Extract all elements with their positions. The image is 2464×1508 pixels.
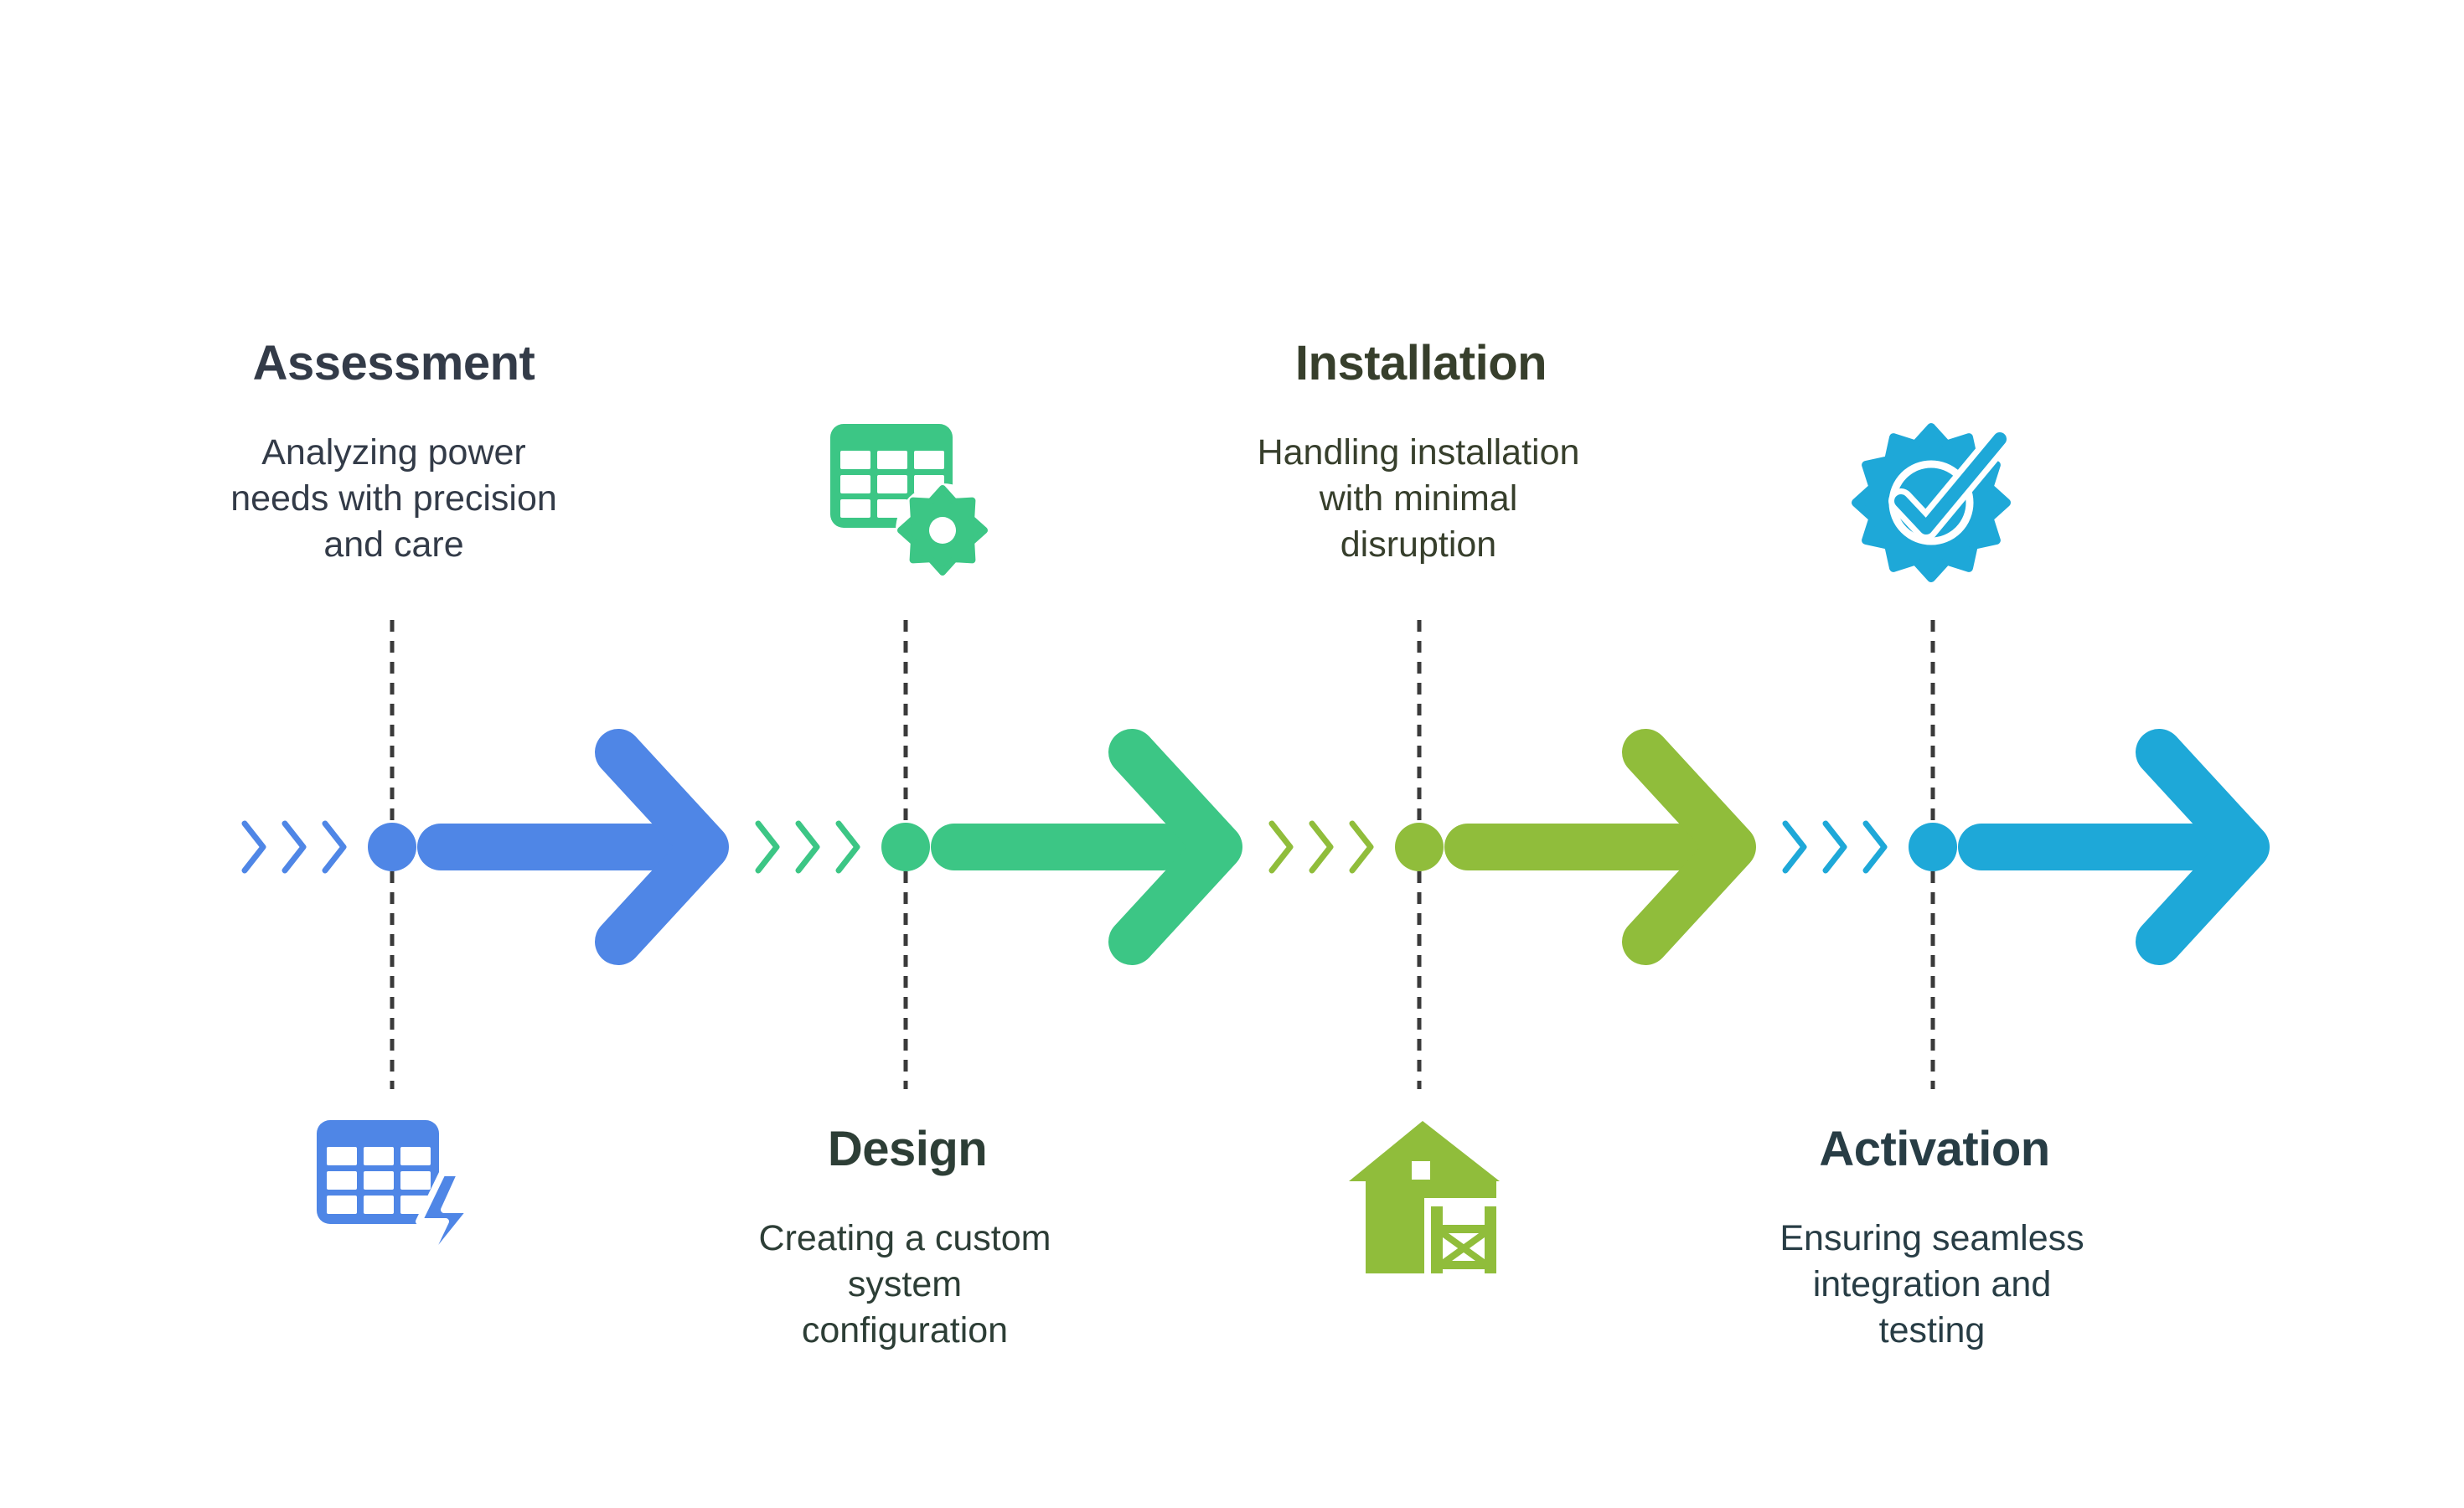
step-3-title: Installation [1294, 336, 1547, 390]
chevron-mark [1862, 820, 1888, 874]
step-2-title: Design [827, 1122, 988, 1176]
step-3-graphic [1268, 620, 1756, 1278]
step-1-description-line: Analyzing power [261, 432, 526, 473]
step-1-title: Assessment [252, 336, 535, 390]
verified-badge-icon [1852, 423, 2012, 582]
step-4-description-line: testing [1878, 1310, 1986, 1350]
check-icon [1894, 432, 2007, 535]
step-4-graphic [1782, 423, 2270, 1089]
step-dot [1395, 823, 1444, 871]
sheet-cell [327, 1147, 357, 1165]
sheet-cell [327, 1171, 357, 1190]
gate-post [1485, 1206, 1496, 1273]
sheet-cell [877, 475, 907, 493]
step-4-description: Ensuring seamless integration and testin… [1697, 1216, 2167, 1354]
chevron-mark [1782, 820, 1807, 874]
gear-hole [929, 517, 956, 544]
arrow-head [595, 729, 729, 965]
sheet-cell [364, 1196, 394, 1214]
sheet-cell [840, 451, 870, 469]
sheet-cell [364, 1147, 394, 1165]
step-2-description-line: system [847, 1264, 963, 1304]
step-1-description-line: and care [323, 524, 464, 565]
chevron-mark [241, 820, 266, 874]
step-3-description-line: with minimal [1319, 478, 1518, 519]
gate-rail [1431, 1225, 1496, 1233]
step-3-description-line: Handling installation [1257, 432, 1580, 473]
spreadsheet-gear-icon [830, 424, 989, 577]
sheet-cell [327, 1196, 357, 1214]
lightning-icon [416, 1170, 474, 1273]
sheet-cell [840, 499, 870, 518]
sheet-cell [400, 1147, 431, 1165]
chevron-mark [795, 820, 820, 874]
chevron-mark [755, 820, 780, 874]
step-dot [881, 823, 930, 871]
chevron-mark [835, 820, 860, 874]
step-2-description-line: configuration [801, 1310, 1009, 1350]
barn-icon [1349, 1121, 1501, 1278]
chevron-mark [322, 820, 347, 874]
step-3-description: Handling installation with minimal disru… [1184, 430, 1653, 568]
sheet-cell [877, 451, 907, 469]
step-4-description-line: integration and [1812, 1264, 2052, 1304]
spreadsheet-lightning-icon [317, 1120, 474, 1273]
gate-brace [1440, 1230, 1487, 1267]
chevron-mark [1268, 820, 1294, 874]
gate-post [1431, 1206, 1443, 1273]
sheet-cell [840, 475, 870, 493]
step-dot [368, 823, 416, 871]
gate-rail [1431, 1261, 1496, 1269]
sheet-cell [400, 1171, 431, 1190]
step-2-description: Creating a custom system configuration [670, 1216, 1139, 1354]
step-1-graphic [241, 620, 729, 1273]
step-4-title: Activation [1819, 1122, 2050, 1176]
sheet-cell [914, 451, 944, 469]
sheet-cell [364, 1171, 394, 1190]
chevron-mark [282, 820, 307, 874]
arrow-head [1622, 729, 1756, 965]
barn-window [1412, 1161, 1430, 1180]
chevron-mark [1309, 820, 1334, 874]
step-3-description-line: disruption [1340, 524, 1497, 565]
chevron-mark [1822, 820, 1847, 874]
step-2-graphic [755, 424, 1242, 1089]
chevron-mark [1349, 820, 1374, 874]
step-2-description-line: Creating a custom [758, 1218, 1051, 1258]
arrow-head [2136, 729, 2270, 965]
step-dot [1909, 823, 1957, 871]
step-1-description: Analyzing power needs with precision and… [159, 430, 628, 568]
step-1-description-line: needs with precision [230, 478, 557, 519]
arrow-head [1108, 729, 1242, 965]
step-4-description-line: Ensuring seamless [1780, 1218, 2084, 1258]
